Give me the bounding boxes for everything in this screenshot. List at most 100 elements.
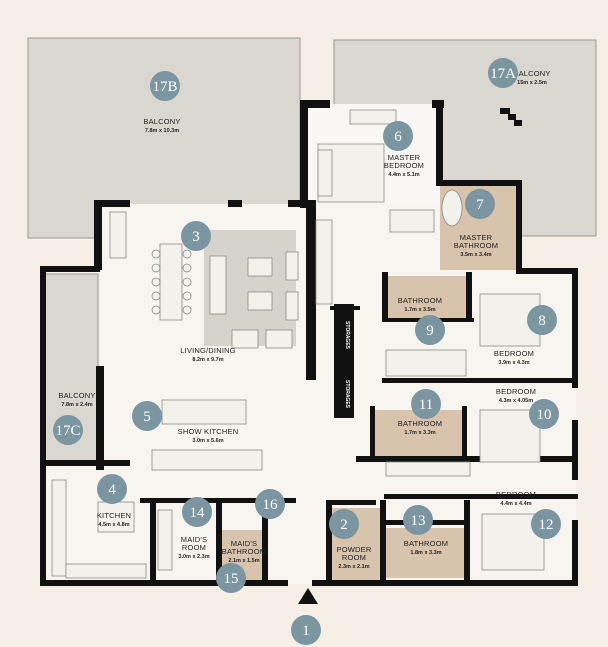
bathroom-13-floor: [386, 528, 466, 578]
badge-10: 10: [529, 399, 559, 429]
badge-5: 5: [132, 401, 162, 431]
svg-text:1: 1: [302, 623, 310, 639]
room-label-bathroom-9: BATHROOM 1.7m x 3.5m: [398, 296, 442, 313]
room-dimensions: 4.4m x 5.1m: [388, 172, 419, 178]
room-dimensions: 3.5m x 3.4m: [460, 252, 491, 258]
svg-text:11: 11: [419, 397, 433, 413]
room-name: MASTER: [388, 153, 421, 162]
svg-text:5: 5: [143, 409, 151, 425]
room-name: BATHROOM: [222, 547, 266, 556]
svg-text:7: 7: [476, 197, 484, 213]
svg-text:17C: 17C: [55, 423, 80, 439]
room-dimensions: 7.8m x 2.4m: [61, 402, 92, 408]
entrance-arrow-icon: [298, 588, 318, 604]
room-name: BEDROOM: [496, 490, 536, 499]
badge-17b: 17B: [150, 71, 180, 101]
svg-text:10: 10: [537, 407, 552, 423]
room-label-bathroom-11: BATHROOM 1.7m x 3.3m: [398, 419, 442, 436]
room-dimensions: 15m x 2.5m: [517, 80, 547, 86]
svg-text:15: 15: [224, 571, 239, 587]
room-label-balcony-17a: BALCONY 15m x 2.5m: [513, 69, 550, 86]
room-name: BATHROOM: [404, 539, 448, 548]
svg-text:17A: 17A: [490, 66, 516, 82]
room-dimensions: 1.8m x 3.3m: [410, 550, 441, 556]
room-label-living-dining: LIVING/DINING 8.2m x 9.7m: [180, 346, 236, 363]
room-dimensions: 3.9m x 4.3m: [498, 360, 529, 366]
badge-1: 1: [291, 615, 321, 645]
room-dimensions: 4.3m x 4.05m: [499, 398, 533, 404]
svg-text:2: 2: [340, 517, 348, 533]
badge-8: 8: [527, 305, 557, 335]
balcony-17c-area: [43, 273, 99, 467]
wet-areas: [222, 184, 518, 582]
svg-text:14: 14: [190, 505, 206, 521]
room-label-bathroom-13: BATHROOM 1.8m x 3.3m: [404, 539, 448, 556]
room-dimensions: 4.5m x 4.8m: [98, 522, 129, 528]
badge-3: 3: [181, 221, 211, 251]
svg-text:4: 4: [108, 482, 116, 498]
svg-text:9: 9: [426, 323, 434, 339]
room-name: BALCONY: [143, 117, 180, 126]
room-dimensions: 3.0m x 2.3m: [178, 554, 209, 560]
room-name: LIVING/DINING: [180, 346, 236, 355]
badge-15: 15: [216, 563, 246, 593]
svg-text:6: 6: [394, 129, 402, 145]
room-dimensions: 8.2m x 9.7m: [192, 357, 223, 363]
svg-text:8: 8: [538, 313, 546, 329]
badge-12: 12: [531, 509, 561, 539]
room-dimensions: 2.1m x 1.5m: [228, 558, 259, 564]
storage-label-2: STORAGES: [344, 380, 350, 409]
svg-text:16: 16: [263, 497, 279, 513]
bathroom-9-floor: [386, 276, 470, 320]
room-name: MASTER: [460, 233, 493, 242]
svg-text:3: 3: [192, 229, 200, 245]
badge-14: 14: [182, 497, 212, 527]
room-label-bedroom-12: BEDROOM 4.4m x 4.4m: [496, 490, 536, 507]
badge-13: 13: [403, 505, 433, 535]
svg-text:12: 12: [539, 517, 554, 533]
room-dimensions: 4.4m x 4.4m: [500, 501, 531, 507]
room-dimensions: 1.7m x 3.3m: [404, 430, 435, 436]
room-name: BATHROOM: [454, 241, 498, 250]
room-name: ROOM: [342, 553, 366, 562]
stair-icon: [500, 108, 522, 126]
room-label-balcony-17b: BALCONY 7.8m x 10.3m: [143, 117, 180, 134]
room-name: MAID'S: [231, 539, 257, 548]
room-name: ROOM: [182, 543, 206, 552]
badge-9: 9: [415, 315, 445, 345]
room-name: SHOW KITCHEN: [178, 427, 239, 436]
badge-7: 7: [465, 189, 495, 219]
room-name: BATHROOM: [398, 419, 442, 428]
room-name: BATHROOM: [398, 296, 442, 305]
room-dimensions: 7.8m x 10.3m: [145, 128, 179, 134]
room-name: MAID'S: [181, 535, 207, 544]
badge-6: 6: [383, 121, 413, 151]
room-dimensions: 2.3m x 2.1m: [338, 564, 369, 570]
badge-17a: 17A: [488, 58, 518, 88]
badge-11: 11: [411, 389, 441, 419]
svg-text:17B: 17B: [152, 79, 177, 95]
room-name: BEDROOM: [494, 349, 534, 358]
badge-16: 16: [255, 489, 285, 519]
storage-label-1: STORAGES: [344, 321, 350, 350]
room-label-kitchen: KITCHEN 4.5m x 4.8m: [97, 511, 131, 528]
room-name: BALCONY: [58, 391, 95, 400]
badge-2: 2: [329, 509, 359, 539]
badge-4: 4: [97, 474, 127, 504]
room-name: BALCONY: [513, 69, 550, 78]
room-name: BEDROOM: [384, 161, 424, 170]
svg-text:13: 13: [411, 513, 426, 529]
room-dimensions: 1.7m x 3.5m: [404, 307, 435, 313]
room-name: KITCHEN: [97, 511, 131, 520]
room-label-balcony-17c: BALCONY 7.8m x 2.4m: [58, 391, 95, 408]
room-name: POWDER: [337, 545, 372, 554]
